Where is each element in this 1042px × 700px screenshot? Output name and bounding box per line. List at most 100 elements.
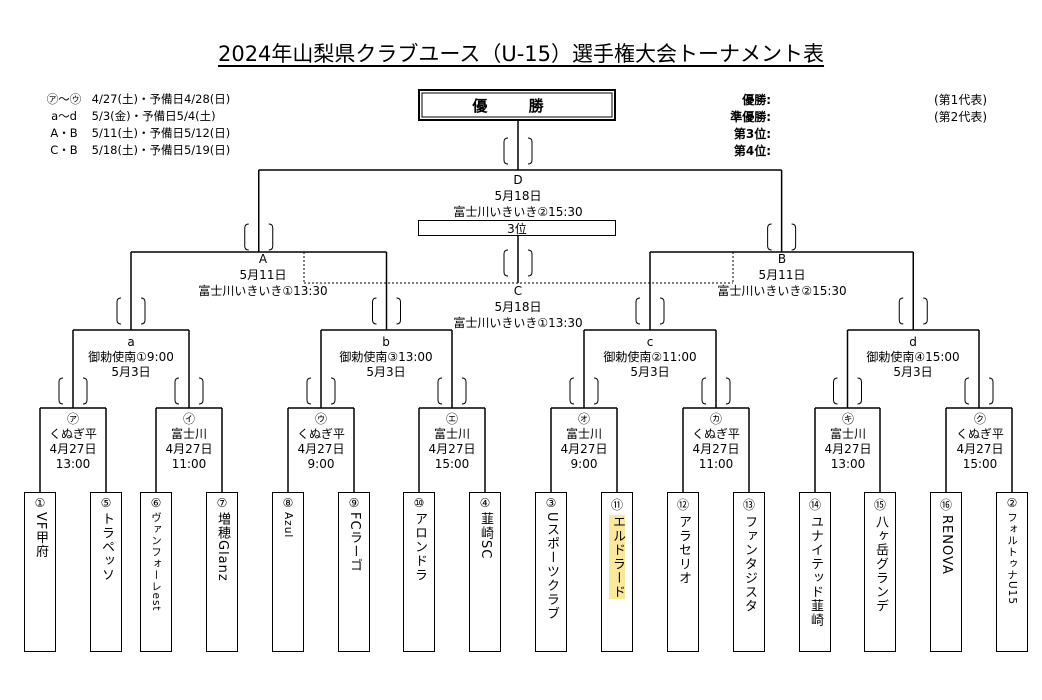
first-round-match-time: 11:00 bbox=[171, 457, 207, 471]
team-box: ⑩ アロンドラ bbox=[403, 492, 435, 652]
score-bracket bbox=[635, 297, 641, 325]
third-place-match-venue: 富士川いきいき①13:30 bbox=[453, 316, 583, 330]
first-round-match-date: 4月27日 bbox=[956, 442, 1004, 456]
team-seed-number: ⑩ bbox=[413, 496, 425, 510]
first-round-match-info: ㋕ くぬぎ平 4月27日 11:00 bbox=[692, 412, 740, 472]
team-seed-number: ⑥ bbox=[150, 496, 162, 510]
team-name: Azul bbox=[282, 512, 294, 539]
final-match-info: D 5月18日 富士川いきいき②15:30 bbox=[453, 172, 582, 220]
first-round-match-date: 4月27日 bbox=[560, 442, 608, 456]
team-name: ヴァンフォーレest bbox=[150, 512, 162, 612]
first-round-match-id: ㋑ bbox=[182, 412, 195, 426]
score-bracket bbox=[701, 377, 707, 405]
first-round-match-id: ㋕ bbox=[709, 412, 723, 426]
quarterfinal-match-info: b 御勅使南③13:00 5月3日 bbox=[339, 335, 432, 380]
quarterfinal-match-venue: 御勅使南①9:00 bbox=[88, 350, 174, 364]
schedule-text: 5/3(金)・予備日5/4(土) bbox=[91, 109, 216, 123]
team-box: ⑦ 増穂Glanz bbox=[206, 492, 238, 652]
first-round-match-date: 4月27日 bbox=[165, 442, 213, 456]
team-box: ① VF甲府 bbox=[24, 492, 56, 652]
team-seed-number: ⑧ bbox=[282, 496, 294, 510]
team-name: ファンタジスタ bbox=[742, 515, 757, 613]
quarterfinal-match-id: a bbox=[127, 335, 135, 349]
team-name: 八ヶ岳グランデ bbox=[873, 515, 888, 613]
third-place-match-id: C bbox=[513, 284, 523, 298]
team-box: ⑬ ファンタジスタ bbox=[733, 492, 765, 652]
final-match-id: D bbox=[513, 173, 523, 187]
team-box: ② フォルトゥナU15 bbox=[996, 492, 1028, 652]
first-round-match-date: 4月27日 bbox=[49, 442, 97, 456]
first-round-match-id: ㋔ bbox=[577, 412, 590, 426]
score-bracket bbox=[58, 377, 64, 405]
team-seed-number: ① bbox=[34, 496, 46, 510]
first-round-match-time: 9:00 bbox=[570, 457, 598, 471]
score-bracket bbox=[503, 137, 509, 165]
first-round-match-venue: 富士川 bbox=[565, 427, 602, 441]
first-round-match-id: ㋗ bbox=[973, 412, 987, 426]
team-box: ⑧ Azul bbox=[272, 492, 304, 652]
first-round-match-time: 11:00 bbox=[698, 457, 734, 471]
schedule-row: A・B 5/11(土)・予備日5/12(日) bbox=[40, 125, 230, 141]
first-round-match-id: ㋓ bbox=[445, 412, 458, 426]
first-round-match-info: ㋖ 富士川 4月27日 13:00 bbox=[825, 412, 872, 472]
semifinal-match-venue: 富士川いきいき①13:30 bbox=[198, 284, 328, 298]
quarterfinal-match-info: d 御勅使南④15:00 5月3日 bbox=[866, 335, 959, 380]
first-round-match-info: ㋗ くぬぎ平 4月27日 15:00 bbox=[956, 412, 1004, 472]
first-round-match-time: 15:00 bbox=[434, 457, 470, 471]
score-bracket bbox=[898, 297, 904, 325]
third-result-label: 第3位: bbox=[733, 127, 771, 141]
score-bracket bbox=[964, 377, 970, 405]
score-bracket bbox=[593, 377, 599, 405]
team-name: RENOVA bbox=[939, 515, 954, 575]
final-match-date: 5月18日 bbox=[494, 189, 542, 203]
score-bracket bbox=[767, 223, 772, 251]
quarterfinal-match-date: 5月3日 bbox=[111, 365, 151, 379]
first-round-match-id: ㋐ bbox=[66, 412, 80, 426]
team-seed-number: ⑤ bbox=[100, 496, 112, 510]
score-bracket bbox=[268, 223, 274, 251]
first-round-match-time: 15:00 bbox=[962, 457, 998, 471]
score-bracket bbox=[82, 377, 88, 405]
score-bracket bbox=[569, 377, 575, 405]
score-bracket bbox=[988, 377, 994, 405]
team-name: Uスポーツクラブ bbox=[544, 512, 559, 621]
quarterfinal-match-info: a 御勅使南①9:00 5月3日 bbox=[88, 335, 174, 380]
team-seed-number: ⑫ bbox=[676, 498, 689, 512]
team-box: ⑥ ヴァンフォーレest bbox=[140, 492, 172, 652]
team-box: ③ Uスポーツクラブ bbox=[535, 492, 567, 652]
semifinal-match-id: B bbox=[777, 252, 787, 266]
team-seed-number: ④ bbox=[479, 496, 491, 510]
first-round-match-venue: くぬぎ平 bbox=[49, 427, 97, 441]
team-box: ④ 韮崎SC bbox=[469, 492, 501, 652]
team-seed-number: ⑮ bbox=[873, 498, 886, 512]
quarterfinal-match-venue: 御勅使南④15:00 bbox=[866, 350, 960, 364]
first-round-match-date: 4月27日 bbox=[297, 442, 345, 456]
quarterfinal-match-id: b bbox=[382, 335, 390, 349]
first-round-match-time: 13:00 bbox=[830, 457, 866, 471]
team-name: FCラーゴ bbox=[347, 512, 362, 573]
team-seed-number: ② bbox=[1006, 496, 1018, 510]
score-bracket bbox=[372, 297, 377, 325]
team-seed-number: ⑭ bbox=[808, 498, 821, 512]
score-bracket bbox=[527, 137, 533, 165]
team-name: 増穂Glanz bbox=[215, 512, 230, 582]
quarterfinal-match-date: 5月3日 bbox=[630, 365, 670, 379]
score-bracket bbox=[116, 297, 122, 325]
team-box: ⑪ エルドラード bbox=[601, 492, 633, 652]
schedule-symbol: C・B bbox=[50, 143, 78, 157]
team-name: トラペッソ bbox=[99, 512, 114, 582]
team-seed-number: ⑬ bbox=[742, 498, 755, 512]
team-box: ⑤ トラペッソ bbox=[90, 492, 122, 652]
first-round-match-date: 4月27日 bbox=[692, 442, 740, 456]
first-round-match-id: ㋒ bbox=[314, 412, 328, 426]
schedule-symbol: a～d bbox=[51, 109, 77, 123]
quarterfinal-match-date: 5月3日 bbox=[366, 365, 406, 379]
team-name: VF甲府 bbox=[33, 512, 48, 559]
score-bracket bbox=[659, 297, 665, 325]
score-bracket bbox=[396, 297, 401, 325]
team-name: アラセリオ bbox=[676, 515, 691, 585]
team-seed-number: ⑪ bbox=[610, 498, 623, 512]
first-round-match-venue: 富士川 bbox=[433, 427, 470, 441]
quarterfinal-match-id: d bbox=[909, 335, 917, 349]
